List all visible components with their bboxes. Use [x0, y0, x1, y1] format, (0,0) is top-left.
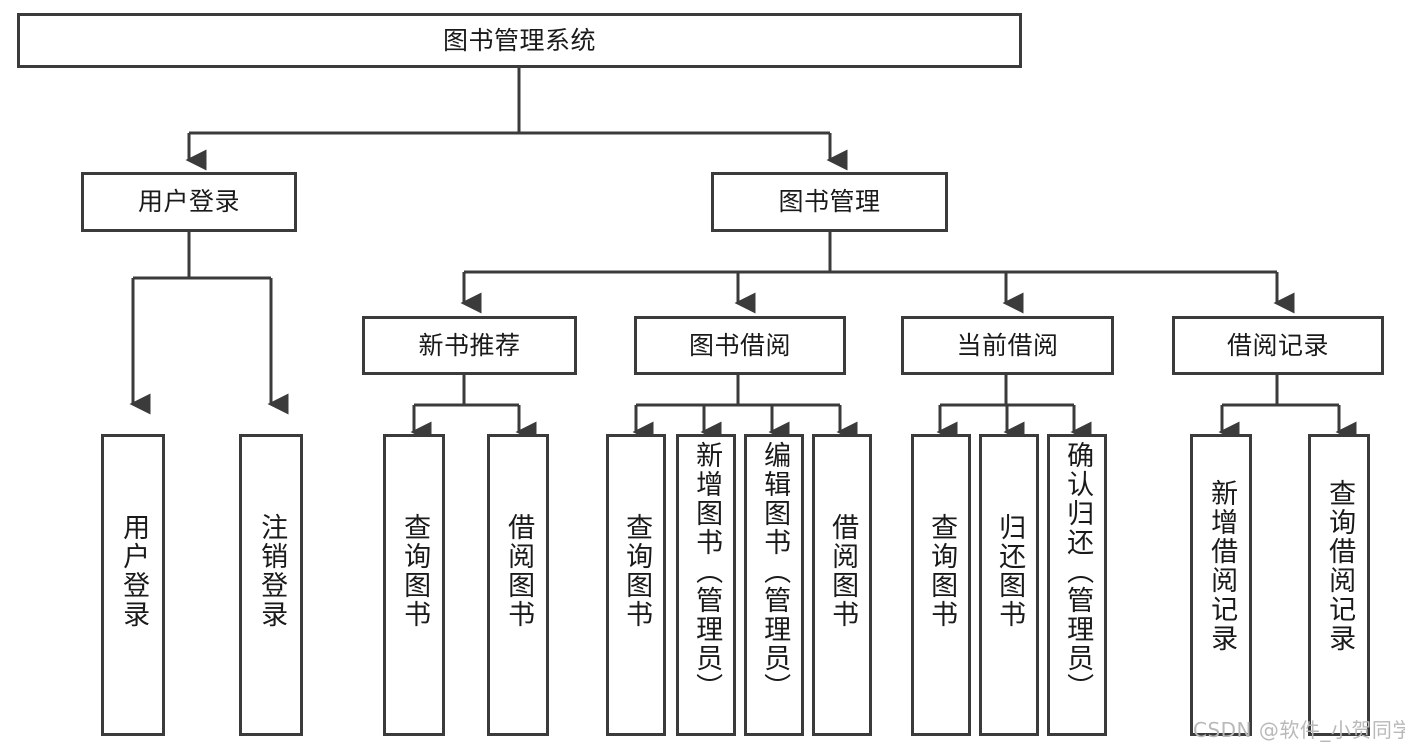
node-label: 图书管理 — [778, 187, 881, 217]
node-label: 用户登录 — [118, 513, 150, 629]
node-book-borrowing[interactable]: 图书借阅 — [634, 316, 846, 375]
leaf-book-borrow-query-books[interactable]: 查询图书 — [606, 434, 666, 736]
node-label: 查询借阅记录 — [1324, 479, 1356, 653]
node-label: 图书借阅 — [688, 330, 791, 360]
node-label: 图书管理系统 — [442, 25, 596, 55]
node-label: 查询图书 — [621, 513, 653, 629]
node-label: 注销登录 — [256, 513, 288, 629]
leaf-book-borrow-add-book-admin[interactable]: 新增图书（管理员） — [676, 434, 736, 736]
leaf-new-book-borrow-books[interactable]: 借阅图书 — [487, 434, 549, 736]
leaf-current-borrow-return-books[interactable]: 归还图书 — [979, 434, 1039, 736]
csdn-watermark: CSDN @软件_小贺同学 — [1193, 718, 1405, 742]
leaf-new-book-query-books[interactable]: 查询图书 — [383, 434, 445, 736]
leaf-borrow-record-query-record[interactable]: 查询借阅记录 — [1308, 434, 1370, 736]
node-label: 借阅图书 — [827, 513, 859, 629]
leaf-book-borrow-borrow-books[interactable]: 借阅图书 — [812, 434, 872, 736]
node-label: 新增借阅记录 — [1206, 479, 1238, 653]
node-label: 当前借阅 — [956, 330, 1059, 360]
leaf-book-borrow-edit-book-admin[interactable]: 编辑图书（管理员） — [744, 434, 804, 736]
node-label: 归还图书 — [994, 513, 1026, 629]
node-label: 查询图书 — [926, 513, 958, 629]
node-label: 编辑图书（管理员） — [759, 441, 791, 702]
leaf-current-borrow-query-books[interactable]: 查询图书 — [911, 434, 971, 736]
node-current-borrowing[interactable]: 当前借阅 — [901, 316, 1114, 375]
leaf-user-login-signout[interactable]: 注销登录 — [239, 434, 303, 736]
leaf-current-borrow-confirm-return-admin[interactable]: 确认归还（管理员） — [1047, 434, 1107, 736]
node-new-book-recommendation[interactable]: 新书推荐 — [362, 316, 577, 375]
node-book-management[interactable]: 图书管理 — [711, 172, 948, 232]
leaf-borrow-record-add-record[interactable]: 新增借阅记录 — [1190, 434, 1252, 736]
node-user-login[interactable]: 用户登录 — [81, 172, 297, 232]
node-label: 新书推荐 — [418, 330, 521, 360]
leaf-user-login-signin[interactable]: 用户登录 — [101, 434, 165, 736]
node-label: 用户登录 — [137, 187, 240, 217]
node-label: 新增图书（管理员） — [691, 441, 723, 702]
node-label: 借阅记录 — [1226, 330, 1329, 360]
node-label: 借阅图书 — [503, 513, 535, 629]
node-label: 查询图书 — [399, 513, 431, 629]
node-borrowing-record[interactable]: 借阅记录 — [1172, 316, 1384, 375]
node-label: 确认归还（管理员） — [1062, 441, 1094, 702]
node-root-book-management-system[interactable]: 图书管理系统 — [17, 13, 1022, 68]
